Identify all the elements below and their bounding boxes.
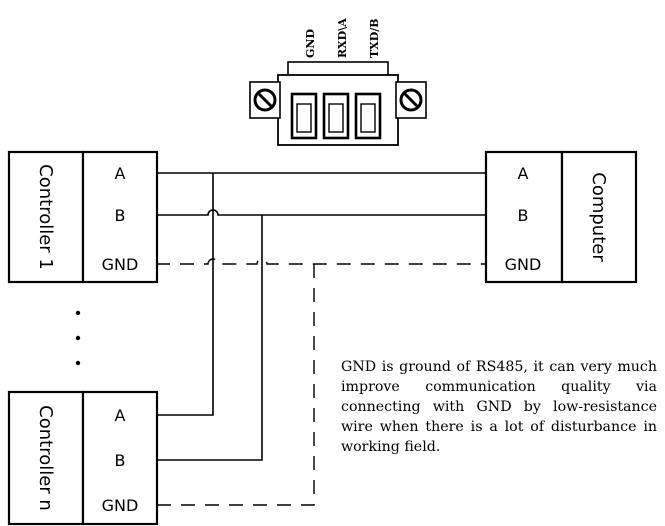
controller-1-pin-b: B — [115, 206, 126, 225]
wire-b-bus — [156, 209, 486, 216]
connector-pin-gnd-label: GND — [304, 29, 317, 58]
controller-n-title: Controller n — [35, 405, 56, 511]
wire-gnd-drop — [156, 264, 315, 506]
computer-title: Computer — [588, 172, 609, 262]
controller-1-pin-gnd: GND — [102, 255, 139, 274]
wires — [156, 172, 486, 506]
wire-a-drop — [156, 173, 214, 416]
controller-n-pin-a: A — [115, 406, 126, 425]
gnd-note-text: GND is ground of RS485, it can very much… — [341, 359, 657, 455]
terminal-block-connector: GND RXD\A TXD/B — [249, 18, 427, 146]
connector-pin-rxd-a-label: RXD\A — [336, 18, 349, 58]
controller-n-pin-gnd: GND — [102, 496, 139, 515]
controller-1-block: Controller 1 A B GND — [7, 150, 159, 284]
computer-pin-a: A — [518, 164, 529, 183]
controller-1-pin-a: A — [115, 164, 126, 183]
controller-n-block: Controller n A B GND — [7, 390, 159, 526]
computer-pin-b: B — [518, 206, 529, 225]
controller-n-pin-b: B — [115, 451, 126, 470]
connector-pin-txd-b-label: TXD/B — [368, 18, 381, 58]
wire-b-drop — [156, 215, 263, 461]
computer-block: Computer A B GND — [484, 150, 638, 284]
ellipsis-dots — [75, 310, 81, 366]
controller-1-title: Controller 1 — [35, 164, 56, 270]
wire-gnd-bus — [156, 258, 486, 265]
computer-pin-gnd: GND — [505, 255, 542, 274]
